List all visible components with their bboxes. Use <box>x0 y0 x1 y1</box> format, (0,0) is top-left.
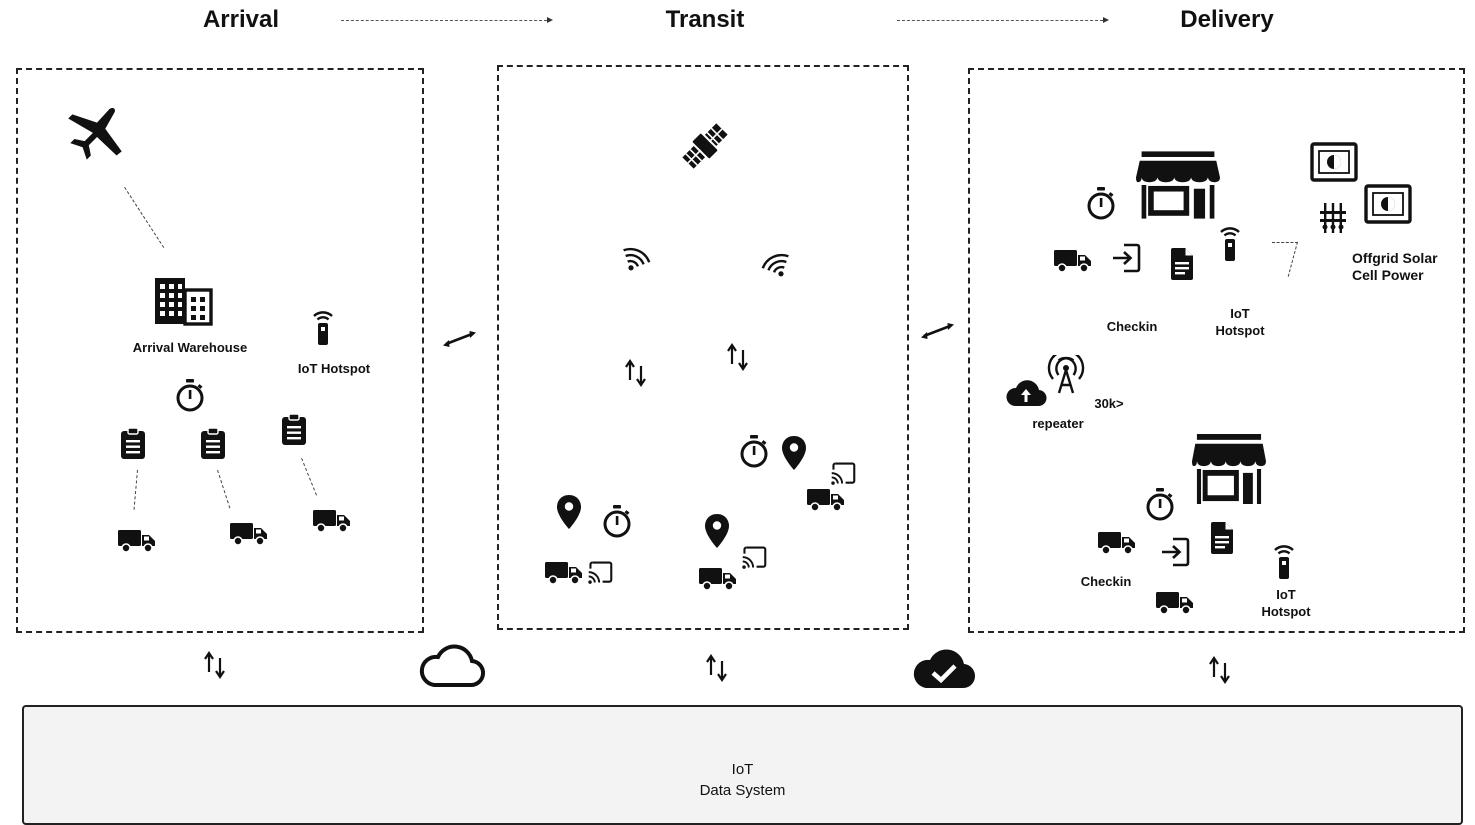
solar-label-line1: Offgrid Solar <box>1352 250 1438 266</box>
data-system-label: IoT Data System <box>24 759 1461 801</box>
solar-panel-icon <box>1310 142 1358 182</box>
stopwatch-icon <box>1144 487 1176 523</box>
arrival-hotspot-label: IoT Hotspot <box>297 361 371 376</box>
stage-title-arrival: Arrival <box>202 6 280 33</box>
clipboard-icon <box>280 412 308 446</box>
truck-icon <box>1097 528 1137 556</box>
cloud-upload-icon <box>1005 378 1047 408</box>
hotspot-label-bottom-line1: IoT <box>1276 587 1296 602</box>
hotspot-label-top-line2: Hotspot <box>1215 323 1265 338</box>
stage-title-delivery: Delivery <box>1180 6 1274 33</box>
stopwatch-icon <box>601 504 633 540</box>
hotspot-label-bottom: IoT Hotspot <box>1246 586 1326 620</box>
connector-line <box>1272 242 1298 243</box>
cloud-check-icon <box>910 645 978 691</box>
hotspot-label-bottom-line2: Hotspot <box>1261 604 1311 619</box>
cast-icon <box>587 560 613 586</box>
data-system-line1: IoT <box>731 761 754 778</box>
clipboard-icon <box>199 426 227 460</box>
hotspot-label-top: IoT Hotspot <box>1200 305 1280 339</box>
solar-panel-icon <box>1364 184 1412 224</box>
satellite-icon <box>677 118 733 174</box>
truck-icon <box>1053 246 1093 274</box>
map-pin-icon <box>556 494 582 530</box>
store-icon <box>1136 150 1220 220</box>
arrival-panel <box>16 68 424 633</box>
iot-hotspot-icon <box>1271 540 1297 580</box>
login-icon <box>1110 242 1142 274</box>
arrival-warehouse-label: Arrival Warehouse <box>132 340 248 355</box>
transit-panel <box>497 65 909 630</box>
document-icon <box>1209 521 1235 555</box>
cast-icon <box>830 461 856 487</box>
solar-label: Offgrid Solar Cell Power <box>1352 250 1462 284</box>
checkin-label-bottom: Checkin <box>1080 574 1132 589</box>
truck-icon <box>544 558 584 586</box>
clipboard-icon <box>119 426 147 460</box>
truck-icon <box>698 564 738 592</box>
stopwatch-icon <box>1085 186 1117 222</box>
updown-arrow-icon <box>624 358 648 388</box>
truck-icon <box>312 506 352 534</box>
hotspot-label-top-line1: IoT <box>1230 306 1250 321</box>
stage-title-transit: Transit <box>665 6 745 33</box>
store-icon <box>1192 434 1266 504</box>
cast-icon <box>741 545 767 571</box>
checkin-label-top: Checkin <box>1106 319 1158 334</box>
truck-icon <box>117 526 157 554</box>
cloud-icon <box>418 642 486 688</box>
building-icon <box>153 276 213 326</box>
map-pin-icon <box>781 435 807 471</box>
delivery-panel <box>968 68 1465 633</box>
stopwatch-icon <box>174 378 206 414</box>
iot-data-system-box: IoT Data System <box>22 705 1463 825</box>
map-pin-icon <box>704 513 730 549</box>
swap-arrow-icon <box>440 326 480 352</box>
truck-icon <box>806 485 846 513</box>
truck-icon <box>229 519 269 547</box>
document-icon <box>1169 247 1195 281</box>
flow-arrow-arrival-to-transit <box>341 17 553 23</box>
swap-arrow-icon <box>918 318 958 344</box>
data-system-line2: Data System <box>699 782 786 799</box>
updown-arrow-icon <box>705 653 729 683</box>
flow-arrow-transit-to-delivery <box>897 17 1109 23</box>
updown-arrow-icon <box>203 650 227 680</box>
airplane-icon <box>60 104 132 170</box>
updown-arrow-icon <box>726 342 750 372</box>
iot-hotspot-icon <box>1217 222 1243 262</box>
stopwatch-icon <box>738 434 770 470</box>
repeater-range-label: 30k> <box>1094 396 1124 411</box>
solar-label-line2: Cell Power <box>1352 267 1424 283</box>
power-tower-icon <box>1319 201 1347 235</box>
truck-icon <box>1155 588 1195 616</box>
repeater-label: repeater <box>1032 416 1084 431</box>
antenna-icon <box>1046 355 1086 395</box>
login-icon <box>1159 536 1191 568</box>
updown-arrow-icon <box>1208 655 1232 685</box>
iot-hotspot-icon <box>310 306 336 346</box>
